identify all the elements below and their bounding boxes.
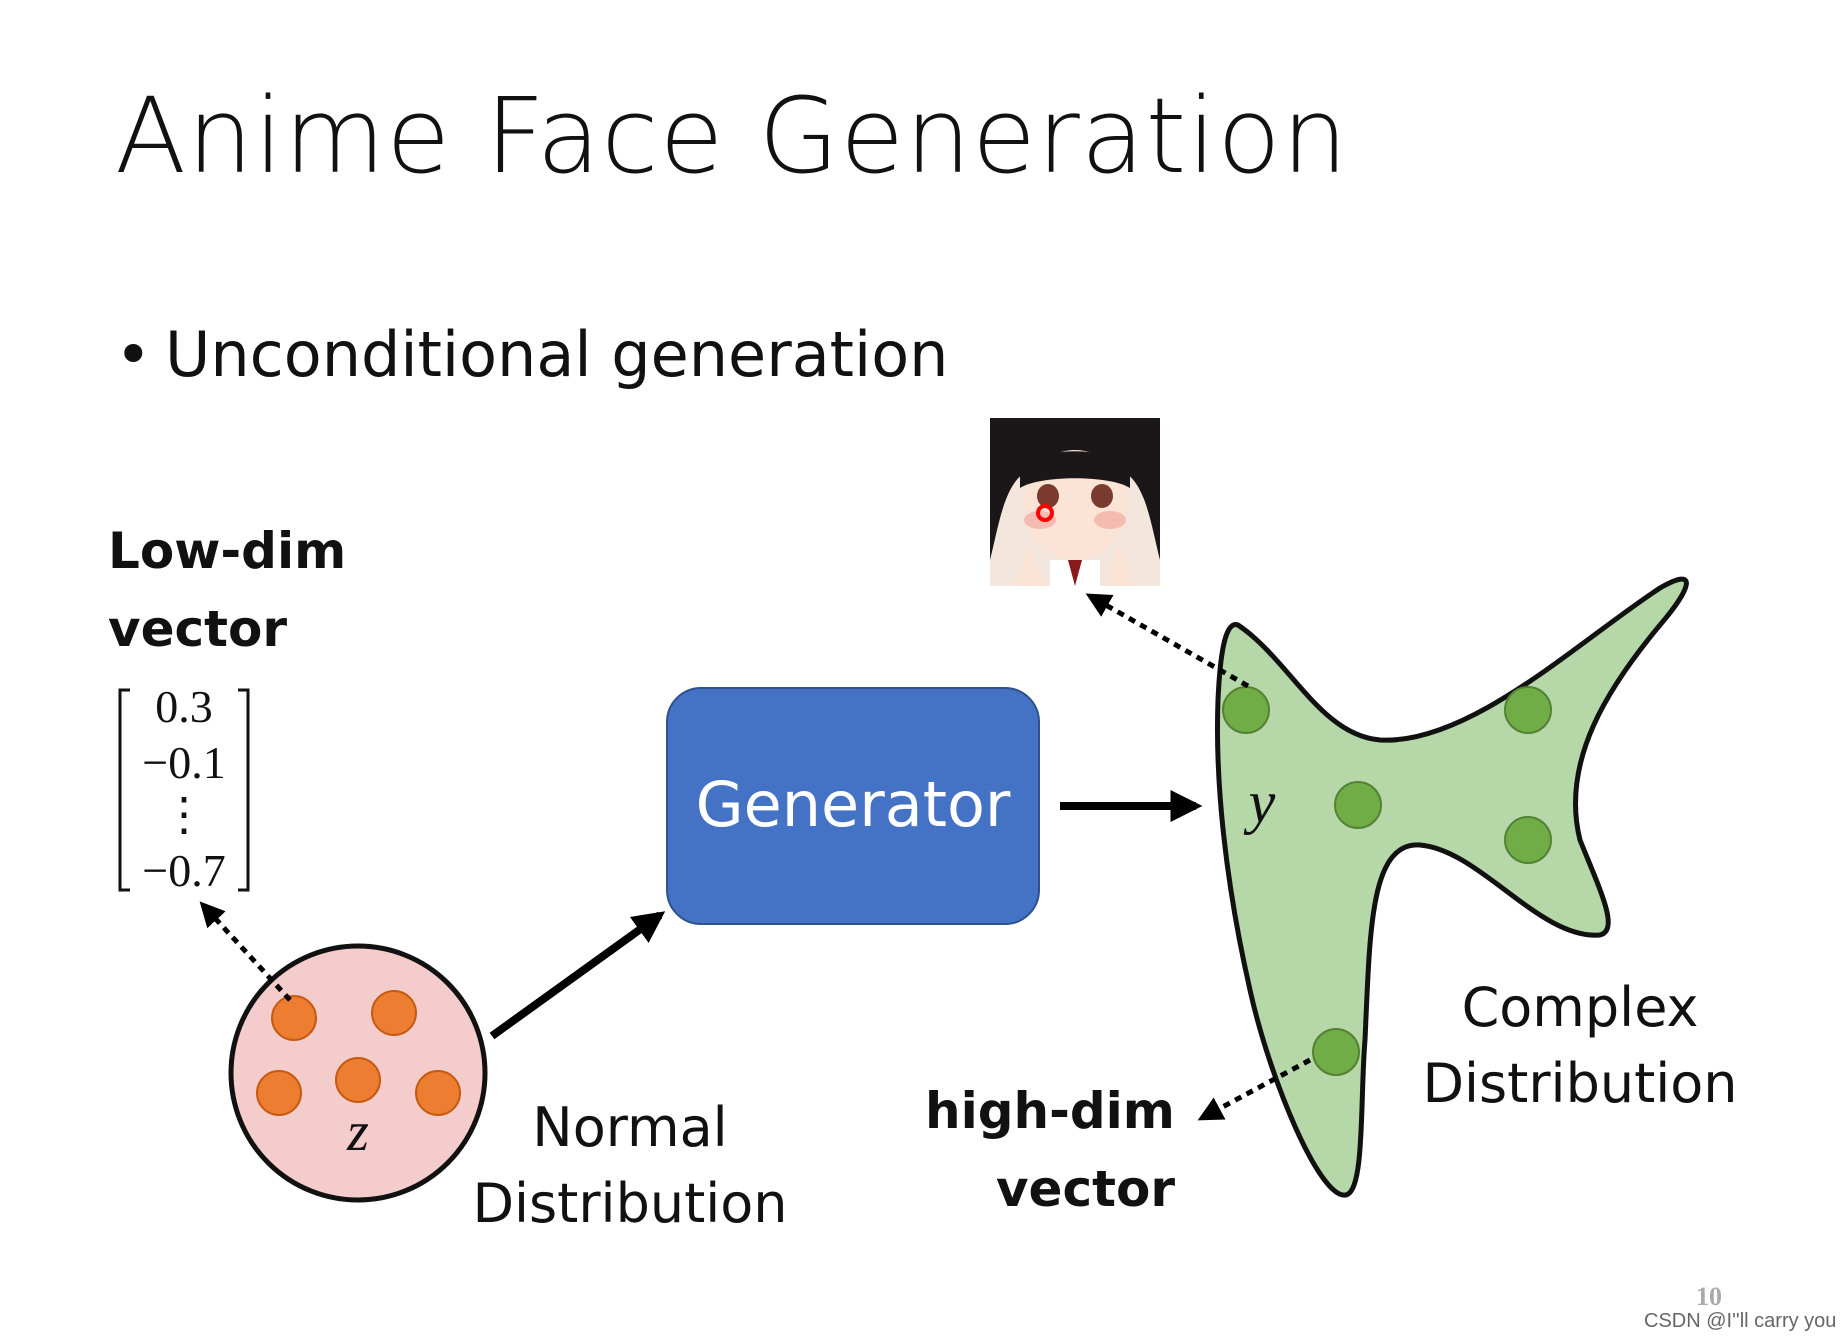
low-dim-matrix: 0.3 −0.1 ⋮ −0.7 xyxy=(118,681,250,896)
matrix-right-bracket xyxy=(238,688,250,892)
normal-sample-dot xyxy=(415,1070,461,1116)
generator-label: Generator xyxy=(696,768,1011,841)
arrow-to-generator xyxy=(489,911,666,1040)
bullet-dot: • xyxy=(115,318,152,391)
normal-distribution-label: Normal Distribution xyxy=(470,1090,790,1242)
normal-dist-line1: Normal xyxy=(532,1096,728,1159)
normal-sample-dot xyxy=(271,995,317,1041)
complex-sample-dot xyxy=(1334,781,1382,829)
y-symbol: y xyxy=(1243,769,1276,835)
complex-sample-dot xyxy=(1504,686,1552,734)
matrix-value: 0.3 xyxy=(155,681,213,732)
watermark: CSDN @I''ll carry you xyxy=(1644,1310,1837,1332)
normal-sample-dot xyxy=(371,990,417,1036)
low-dim-label: Low-dim vector xyxy=(108,512,346,668)
matrix-value: ⋮ xyxy=(161,789,207,840)
complex-dist-line1: Complex xyxy=(1461,976,1699,1039)
z-symbol: z xyxy=(346,1101,369,1163)
complex-distribution-label: Complex Distribution xyxy=(1420,970,1740,1122)
complex-sample-dot xyxy=(1504,816,1552,864)
low-dim-line1: Low-dim xyxy=(108,522,347,580)
dotted-arrow-to-low-dim xyxy=(199,901,292,1002)
bullet-text: Unconditional generation xyxy=(165,318,949,391)
matrix-value: −0.1 xyxy=(142,737,225,788)
complex-distribution-shape xyxy=(1214,576,1689,1198)
complex-sample-dot xyxy=(1312,1028,1360,1076)
generator-box: Generator xyxy=(666,687,1040,925)
matrix-value: −0.7 xyxy=(142,845,225,896)
bullet-item: •Unconditional generation xyxy=(115,318,948,391)
anime-face-image xyxy=(990,418,1160,586)
normal-sample-dot xyxy=(256,1070,302,1116)
high-dim-line1: high-dim xyxy=(925,1082,1175,1140)
slide-title: Anime Face Generation xyxy=(115,75,1349,197)
high-dim-label: high-dim vector xyxy=(925,1072,1185,1228)
matrix-left-bracket xyxy=(118,688,130,892)
high-dim-line2: vector xyxy=(995,1160,1175,1218)
red-ring-marker xyxy=(1036,504,1054,522)
low-dim-line2: vector xyxy=(108,600,288,658)
complex-sample-dot xyxy=(1222,686,1270,734)
complex-distribution: y xyxy=(1214,576,1689,1198)
complex-dist-line2: Distribution xyxy=(1422,1052,1738,1115)
page-number: 10 xyxy=(1696,1282,1722,1311)
normal-dist-line2: Distribution xyxy=(472,1172,788,1235)
normal-sample-dot xyxy=(335,1057,381,1103)
dotted-arrow-to-face xyxy=(1085,593,1250,689)
normal-distribution: z xyxy=(228,943,488,1203)
